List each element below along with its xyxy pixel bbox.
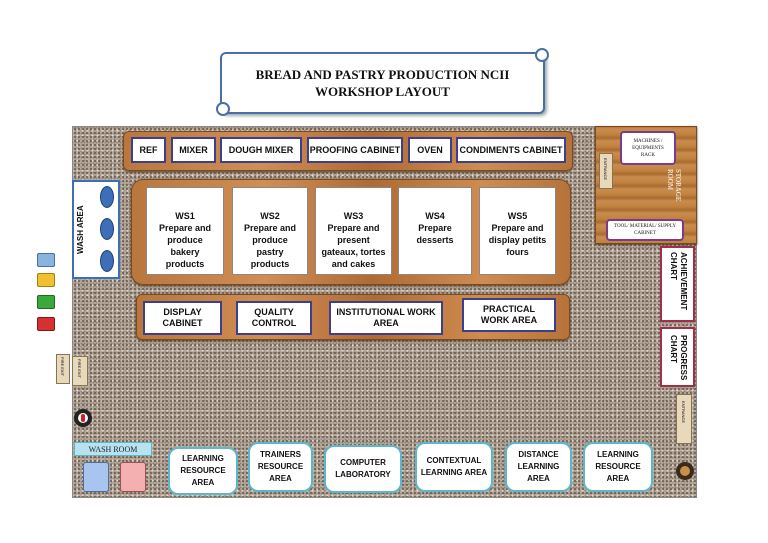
equipment-oven: OVEN [408, 137, 452, 163]
workstation-3: WS3 Prepare and present gateaux, tortes … [315, 187, 392, 275]
scroll-curl-icon [535, 48, 549, 62]
equipment-ref: REF [131, 137, 166, 163]
layout-title: BREAD AND PASTRY PRODUCTION NCII WORKSHO… [216, 48, 549, 116]
equipment-dough-mixer: DOUGH MIXER [220, 137, 302, 163]
wash-area-label: WASH AREA [76, 205, 85, 255]
progress-chart: PROGRESS CHART [660, 327, 695, 387]
tool-material-supply-cabinet: TOOL/ MATERIAL/ SUPPLY CABINET [606, 219, 684, 241]
fire-extinguisher-icon [74, 409, 92, 427]
equipment-condiments-cabinet: CONDIMENTS CABINET [456, 137, 566, 163]
wash-room-label: WASH ROOM [74, 442, 152, 456]
yellow-bin-icon [37, 273, 55, 287]
workstation-5: WS5 Prepare and display petits fours [479, 187, 556, 275]
machines-equipments-rack: MACHINES / EQUIPMENTS RACK [620, 131, 676, 165]
learning-resource-area-right: LEARNING RESOURCE AREA [583, 442, 653, 492]
main-entrance: ENTRANCE [676, 394, 692, 444]
fire-exit-door: FIRE EXIT [56, 354, 70, 384]
scroll-curl-icon [216, 102, 230, 116]
storage-room-label: STORAGE ROOM [666, 169, 682, 202]
display-cabinet: DISPLAY CABINET [143, 301, 222, 335]
equipment-proofing-cabinet: PROOFING CABINET [307, 137, 403, 163]
sink-icon [100, 250, 114, 272]
storage-entrance: ENTRANCE [599, 153, 613, 189]
achievement-chart: ACHIEVEMENT CHART [660, 246, 695, 322]
sink-icon [100, 218, 114, 240]
contextual-learning-area: CONTEXTUAL LEARNING AREA [415, 442, 493, 492]
fire-exit-sign: FIRE EXIT [72, 356, 88, 386]
equipment-mixer: MIXER [171, 137, 216, 163]
distance-learning-area: DISTANCE LEARNING AREA [505, 442, 572, 492]
practical-work-area: PRACTICAL WORK AREA [462, 298, 556, 332]
blue-bin-icon [37, 253, 55, 267]
workstation-1: WS1 Prepare and produce bakery products [146, 187, 224, 275]
computer-laboratory: COMPUTER LABORATORY [324, 445, 402, 493]
green-bin-icon [37, 295, 55, 309]
workstation-4: WS4 Prepare desserts [398, 187, 472, 275]
trainers-resource-area: TRAINERS RESOURCE AREA [248, 442, 313, 492]
female-washroom [120, 462, 146, 492]
sink-icon [100, 186, 114, 208]
learning-resource-area-left: LEARNING RESOURCE AREA [168, 447, 238, 495]
trash-can-icon [676, 462, 694, 480]
quality-control: QUALITY CONTROL [236, 301, 312, 335]
workstation-2: WS2 Prepare and produce pastry products [232, 187, 308, 275]
storage-room: MACHINES / EQUIPMENTS RACK STORAGE ROOM … [595, 126, 697, 244]
title-line-1: BREAD AND PASTRY PRODUCTION NCII [255, 67, 510, 82]
red-bin-icon [37, 317, 55, 331]
male-washroom [83, 462, 109, 492]
title-line-2: WORKSHOP LAYOUT [315, 84, 450, 99]
wash-area: WASH AREA [72, 180, 120, 279]
institutional-work-area: INSTITUTIONAL WORK AREA [329, 301, 443, 335]
